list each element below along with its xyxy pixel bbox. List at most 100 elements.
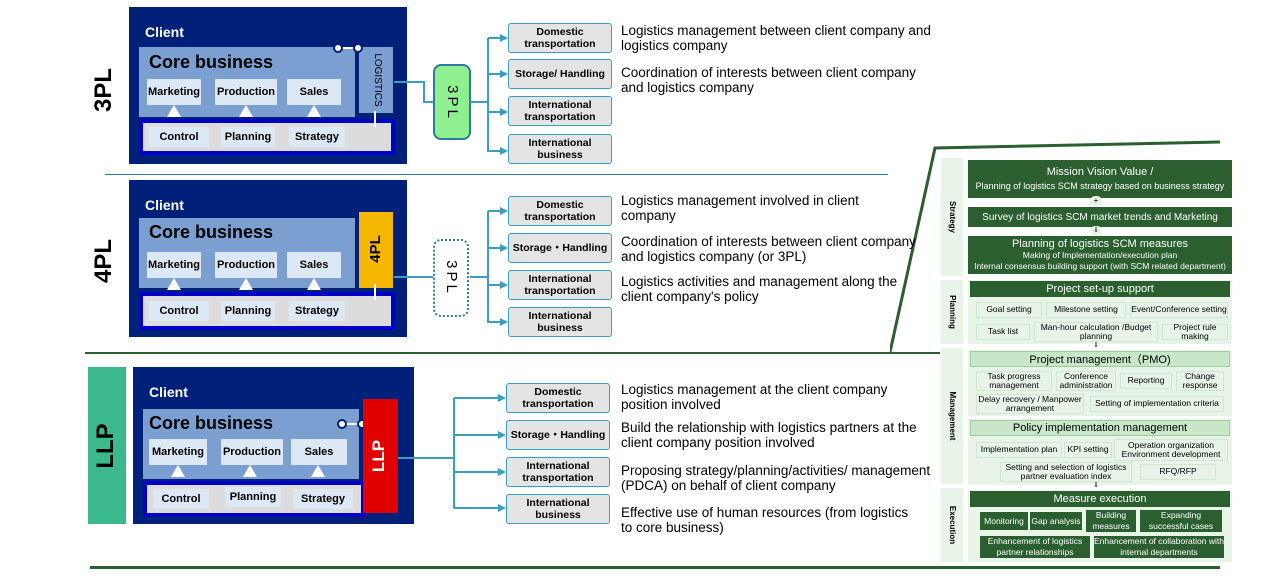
measures-sub-2: Internal consensus building support (wit… [974,260,1226,271]
setup-head: Project set-up support [970,281,1230,297]
arrow-up-icon [239,105,253,117]
setup-goal-setting: Goal setting [976,302,1042,318]
function-sales: Sales [287,252,341,278]
side-logistics-box: LOGISTICS [359,47,393,113]
pmo-conference: Conference administration [1056,371,1116,391]
description-4pl-1: Logistics management involved in client … [621,193,859,223]
mission-line-2: Planning of logistics SCM strategy based… [975,180,1225,191]
policy-operation-organization: Operation organization Environment devel… [1114,439,1228,461]
function-production: Production [215,79,277,105]
description-4pl-3: Logistics activities and management alon… [621,274,898,304]
arrow-up-icon [243,465,257,477]
exec-expanding-cases: Expanding successful cases [1140,510,1222,532]
connector-dot-icon [353,43,363,53]
control-strip: Control Planning Strategy [143,481,365,517]
arrow-up-icon [311,465,325,477]
mission-line-1: Mission Vision Value / [1046,165,1154,178]
connector-dot-icon [337,47,359,49]
service-international-transportation: International transportation [508,270,612,300]
down-arrow-icon: ⇓ [1093,482,1099,489]
side-4pl-label: 4PL [367,235,384,263]
arrow-up-icon [239,278,253,290]
description-3pl-2: Coordination of interests between client… [621,65,916,95]
process-frame [890,140,1221,353]
strategy-item: Strategy [289,301,345,321]
control-strip: Control Planning Strategy [139,119,395,155]
control-item: Control [149,301,209,321]
separator-line-1 [105,174,888,175]
section-label-4pl: 4PL [90,239,117,284]
function-sales: Sales [287,79,341,105]
service-international-transportation: International transportation [508,96,612,126]
policy-rfq-rfp: RFQ/RFP [1140,464,1216,480]
policy-head: Policy implementation management [970,420,1230,436]
description-llp-1: Logistics management at the client compa… [621,382,888,412]
function-marketing: Marketing [149,439,207,465]
setup-rule-making: Project rule making [1162,322,1228,341]
control-strip-inner: Control Planning Strategy [143,123,391,151]
planning-item: Planning [225,487,281,507]
execution-head: Measure execution [970,491,1230,507]
pmo-reporting: Reporting [1120,373,1172,389]
phase-strategy-label: Strategy [948,200,957,233]
section-label-llp: LLP [92,423,119,469]
arrow-up-icon [167,278,181,290]
arrow-up-icon [167,105,181,117]
plus-icon: + [1090,196,1102,206]
connector-lines-4pl [394,207,508,326]
setup-milestone-setting: Milestone setting [1046,302,1126,318]
phase-management: Management [941,348,963,484]
service-domestic-transportation: Domestic transportation [508,23,612,53]
setup-task-list: Task list [976,324,1030,340]
pmo-head: Project management（PMO) [970,351,1230,367]
phase-execution-label: Execution [948,505,957,545]
client-box-4pl: Client Core business Marketing Productio… [129,180,407,337]
exec-partner-relationships: Enhancement of logistics partner relatio… [980,536,1090,558]
pmo-delay-recovery: Delay recovery / Manpower arrangement [976,394,1084,414]
arrow-up-icon [171,465,185,477]
service-storage-handling: Storage・Handling [506,420,610,450]
client-title: Client [149,384,188,400]
setup-man-hour: Man-hour calculation /Budget planning [1034,322,1158,342]
phase-planning-label: Planning [948,295,957,329]
phase-strategy: Strategy [941,158,963,276]
description-llp-2: Build the relationship with logistics pa… [621,420,917,450]
function-marketing: Marketing [147,252,201,278]
planning-item: Planning [221,127,275,147]
function-sales: Sales [291,439,347,465]
core-business-title: Core business [149,413,274,433]
exec-building-measures: Building measures [1086,510,1136,532]
description-4pl-2: Coordination of interests between client… [621,234,916,264]
service-international-business: International business [506,494,610,524]
client-title: Client [145,197,184,213]
function-production: Production [221,439,283,465]
connector-lines-llp [398,394,506,512]
planning-item: Planning [221,301,275,321]
phase-management-label: Management [948,391,957,441]
pmo-criteria: Setting of implementation criteria [1090,396,1224,412]
separator-line-2 [85,352,940,354]
side-llp-label: LLP [369,439,388,473]
separator-line-3 [90,566,1220,569]
core-business-area: Core business Marketing Production Sales [139,218,355,290]
connector-lines-3pl [394,34,508,155]
exec-gap-analysis: Gap analysis [1030,512,1082,530]
core-business-area: Core business Marketing Production Sales [139,47,355,117]
description-3pl-1: Logistics management between client comp… [621,23,931,53]
control-item: Control [153,489,209,509]
arrow-up-icon [374,284,376,300]
phase-execution: Execution [941,488,963,562]
down-arrow-icon: ⇓ [1093,342,1099,349]
control-strip: Control Planning Strategy [139,292,395,330]
service-international-transportation: International transportation [506,457,610,487]
core-business-title: Core business [149,52,274,72]
service-storage-handling: Storage・Handling [508,233,612,263]
policy-evaluation-index: Setting and selection of logistics partn… [1000,462,1132,482]
mission-vision-box: Mission Vision Value / Planning of logis… [968,160,1232,198]
service-international-business: International business [508,307,612,337]
arrow-up-icon [374,111,376,127]
side-4pl-box: 4PL [359,212,393,288]
function-marketing: Marketing [147,79,201,105]
exec-internal-collaboration: Enhancement of collaboration with intern… [1094,536,1224,558]
phase-planning: Planning [941,280,963,344]
